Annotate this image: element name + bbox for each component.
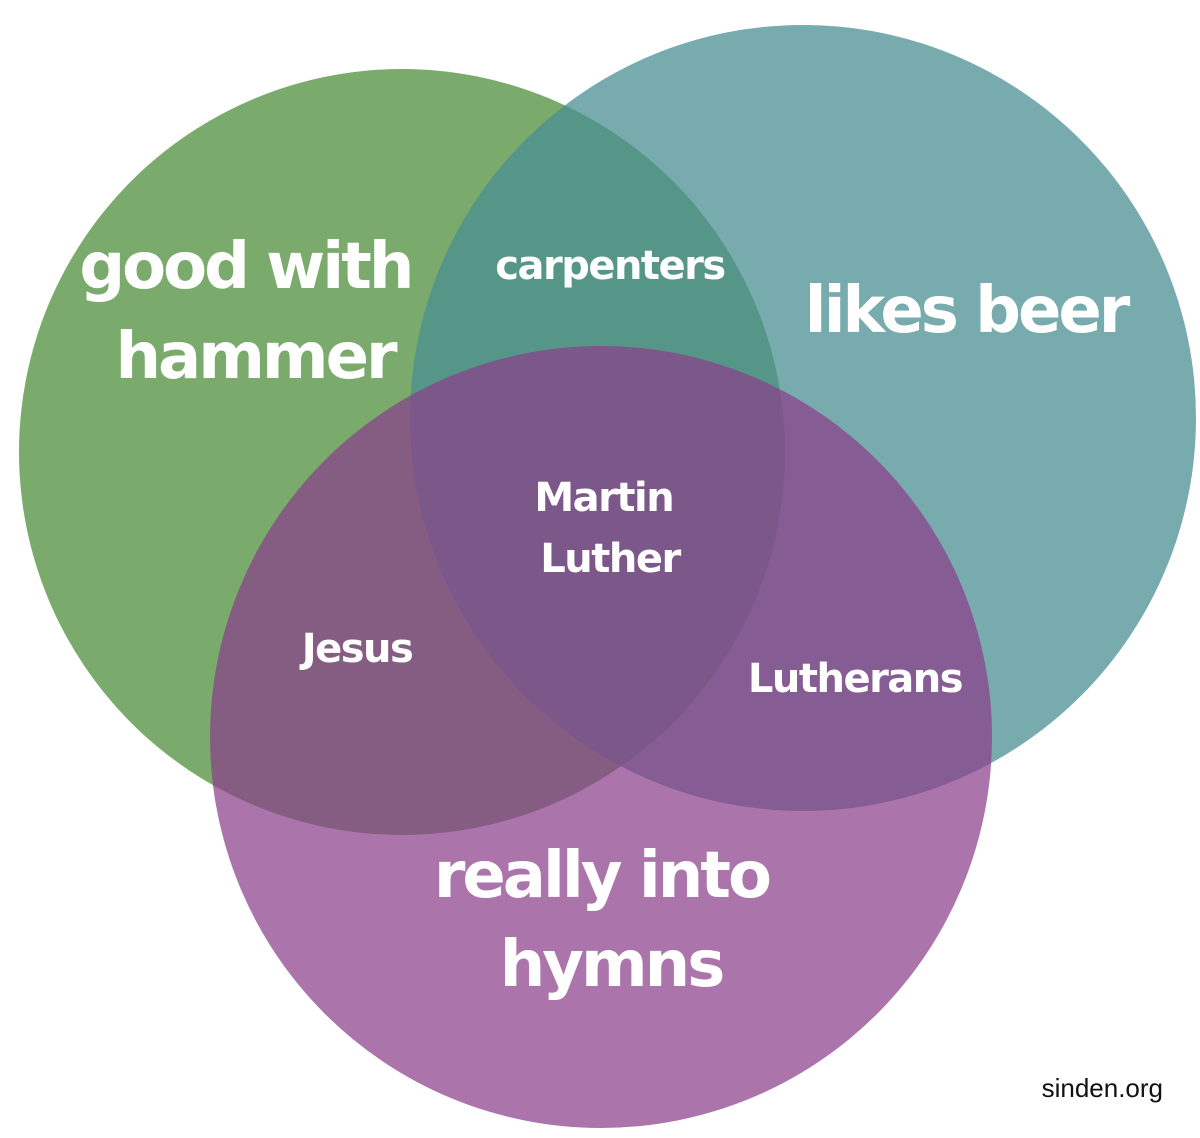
venn-labels: good with hammer likes beer really into … xyxy=(79,230,1133,1002)
intersection-label-jesus: Jesus xyxy=(299,626,413,672)
intersection-label-line: Martin xyxy=(534,475,673,521)
intersection-label-line: carpenters xyxy=(495,243,724,289)
intersection-label-martin-luther: Martin Luther xyxy=(534,475,685,582)
venn-circles xyxy=(19,25,1196,1128)
set-label-line: really into xyxy=(434,839,770,913)
intersection-label-lutherans: Lutherans xyxy=(748,656,962,702)
set-label-good-with-hammer: good with hammer xyxy=(79,230,430,394)
intersection-label-line: Jesus xyxy=(299,626,413,672)
intersection-label-carpenters: carpenters xyxy=(495,243,724,289)
set-label-really-into-hymns: really into hymns xyxy=(434,839,788,1002)
set-label-line: hymns xyxy=(500,928,724,1002)
set-label-likes-beer: likes beer xyxy=(805,274,1131,348)
credit-text: sinden.org xyxy=(1042,1073,1163,1103)
circle-really-into-hymns xyxy=(210,346,992,1128)
intersection-label-line: Luther xyxy=(540,536,681,582)
set-label-line: good with xyxy=(79,230,411,304)
set-label-line: hammer xyxy=(115,320,398,394)
intersection-label-line: Lutherans xyxy=(748,656,962,702)
set-label-line: likes beer xyxy=(805,274,1131,348)
